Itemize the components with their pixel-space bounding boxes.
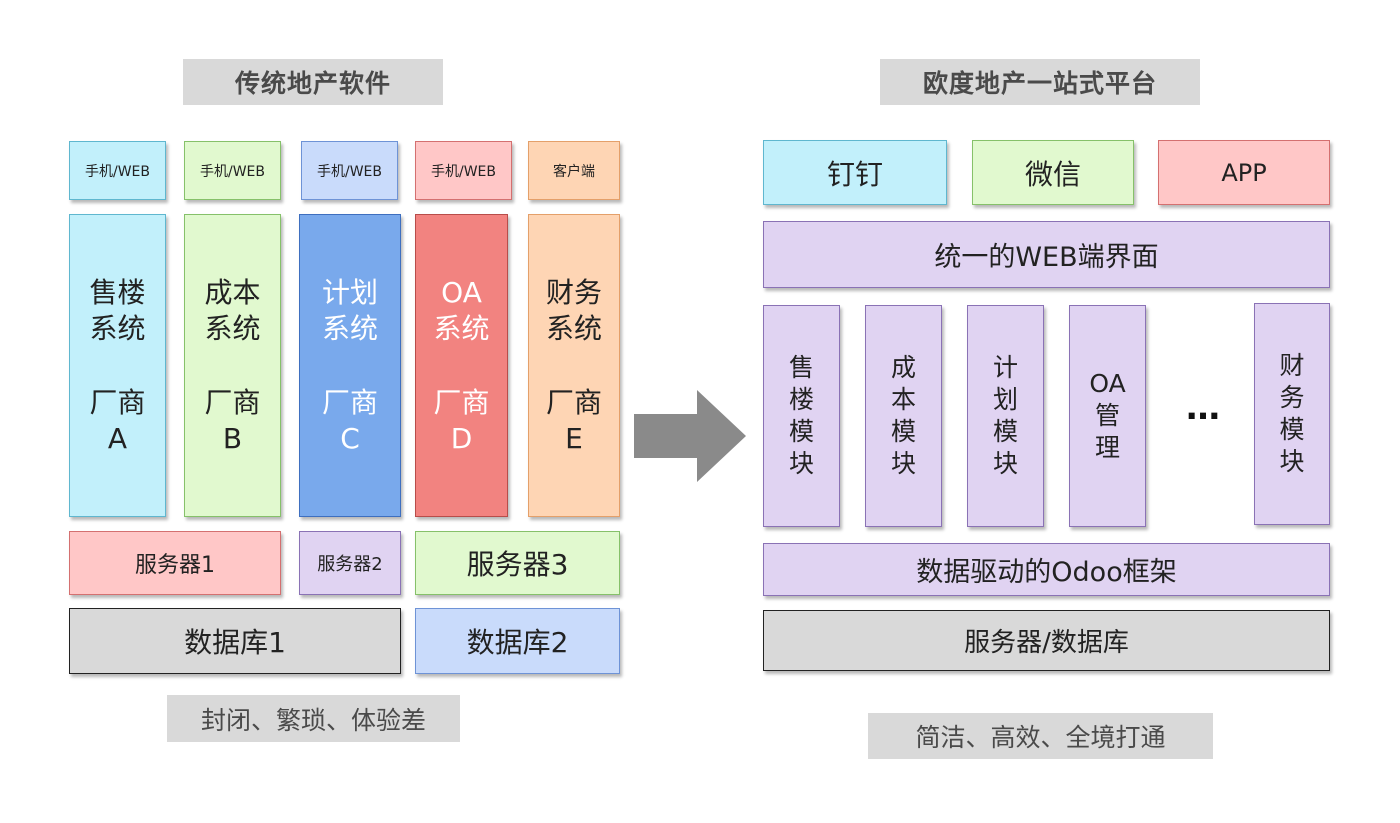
channel-app: APP: [1158, 140, 1330, 205]
right-title: 欧度地产一站式平台: [880, 59, 1200, 105]
module-finance: 财 务 模 块: [1254, 303, 1330, 525]
server-box-3: 服务器3: [415, 531, 620, 595]
right-caption: 简洁、高效、全境打通: [868, 713, 1213, 759]
system-name-sales: 售楼 系统: [89, 276, 146, 345]
more-modules-ellipsis: …: [1186, 388, 1222, 428]
server-box-1: 服务器1: [69, 531, 281, 595]
system-vendor-d: 厂商 D: [433, 386, 490, 455]
client-box-1: 手机/WEB: [69, 141, 166, 200]
system-box-plan: 计划 系统 厂商 C: [299, 214, 401, 517]
module-sales: 售 楼 模 块: [763, 305, 840, 527]
server-box-2: 服务器2: [299, 531, 401, 595]
odoo-framework-box: 数据驱动的Odoo框架: [763, 543, 1330, 596]
module-cost: 成 本 模 块: [865, 305, 942, 527]
system-vendor-c: 厂商 C: [321, 386, 378, 455]
system-name-cost: 成本 系统: [204, 276, 261, 345]
client-box-5: 客户端: [528, 141, 620, 200]
channel-dingtalk: 钉钉: [763, 140, 947, 205]
right-arrow-icon: [634, 390, 746, 482]
module-plan: 计 划 模 块: [967, 305, 1044, 527]
database-box-2: 数据库2: [415, 608, 620, 674]
channel-wechat: 微信: [972, 140, 1134, 205]
module-oa: OA 管 理: [1069, 305, 1146, 527]
system-name-oa: OA 系统: [433, 276, 490, 345]
system-box-finance: 财务 系统 厂商 E: [528, 214, 620, 517]
system-box-oa: OA 系统 厂商 D: [415, 214, 508, 517]
left-title: 传统地产软件: [183, 59, 443, 105]
client-box-4: 手机/WEB: [415, 141, 512, 200]
system-vendor-a: 厂商 A: [89, 386, 146, 455]
system-vendor-e: 厂商 E: [545, 386, 602, 455]
server-database-box: 服务器/数据库: [763, 610, 1330, 671]
system-box-cost: 成本 系统 厂商 B: [184, 214, 281, 517]
unified-web-ui-box: 统一的WEB端界面: [763, 221, 1330, 288]
system-name-plan: 计划 系统: [321, 276, 378, 345]
left-caption: 封闭、繁琐、体验差: [167, 695, 460, 742]
client-box-2: 手机/WEB: [184, 141, 281, 200]
system-box-sales: 售楼 系统 厂商 A: [69, 214, 166, 517]
client-box-3: 手机/WEB: [301, 141, 398, 200]
system-name-finance: 财务 系统: [545, 276, 602, 345]
system-vendor-b: 厂商 B: [204, 386, 261, 455]
database-box-1: 数据库1: [69, 608, 401, 674]
